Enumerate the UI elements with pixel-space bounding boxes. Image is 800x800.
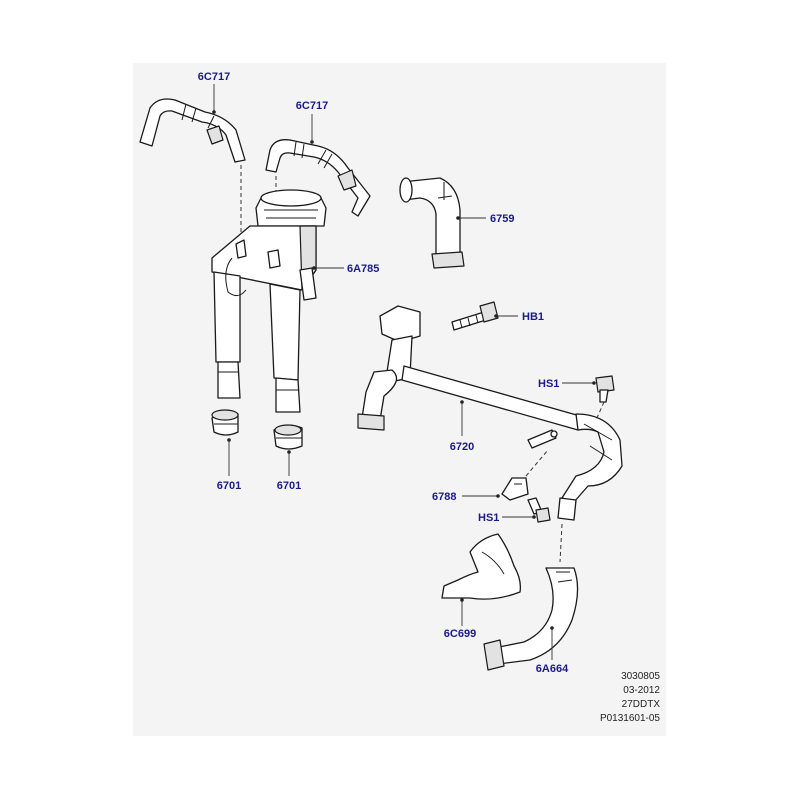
callout-labels: 6C717 6C717 6759 6A785 HB1 HS1 6720 6701… <box>198 71 569 675</box>
bolt-hs1-upper <box>595 375 615 403</box>
seal-6701-right <box>273 424 303 450</box>
leader-dots <box>212 110 596 630</box>
heat-shield-6c699 <box>441 533 522 600</box>
pipe-6759 <box>399 177 465 269</box>
assembly-line <box>559 523 563 563</box>
oil-separator-6a785 <box>211 189 327 413</box>
hose-6a664 <box>483 567 579 671</box>
hose-6c717-left <box>139 98 246 163</box>
callout-hs1-lower: HS1 <box>478 512 499 524</box>
bolt-hs1-lower <box>527 497 551 523</box>
bolt-hb1 <box>451 301 499 331</box>
callout-6720: 6720 <box>450 441 474 453</box>
hose-6c717-right <box>265 139 371 217</box>
callout-6701-right: 6701 <box>277 480 301 492</box>
diagram-panel <box>133 63 666 736</box>
reference-block: 3030805 03-2012 27DDTX P0131601-05 <box>600 671 660 724</box>
reference-illustration-id: P0131601-05 <box>600 713 660 724</box>
callout-6788: 6788 <box>432 491 456 503</box>
callout-6a664: 6A664 <box>536 663 569 675</box>
reference-date: 03-2012 <box>623 685 660 696</box>
callout-6759: 6759 <box>490 213 514 225</box>
callout-hs1-upper: HS1 <box>538 378 559 390</box>
assembly-line <box>525 449 549 477</box>
assembly-line <box>595 401 605 421</box>
reference-number: 3030805 <box>621 671 660 682</box>
callout-6c717-right: 6C717 <box>296 100 328 112</box>
bracket-6788 <box>501 477 529 501</box>
reference-engine-code: 27DDTX <box>622 699 661 710</box>
callout-6c699: 6C699 <box>444 628 476 640</box>
callout-hb1: HB1 <box>522 311 544 323</box>
callout-6c717-left: 6C717 <box>198 71 230 83</box>
callout-6a785: 6A785 <box>347 263 379 275</box>
callout-6701-left: 6701 <box>217 480 241 492</box>
leader-lines <box>213 84 594 660</box>
pipe-assembly-6720 <box>357 305 623 521</box>
seal-6701-left <box>211 409 239 436</box>
